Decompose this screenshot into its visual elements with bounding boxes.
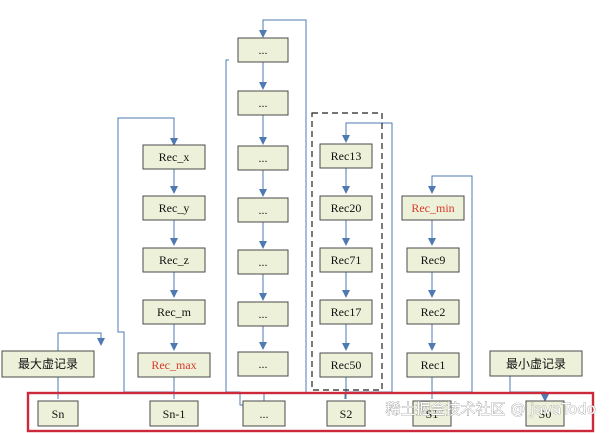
node-max-virtual: 最大虚记录	[1, 350, 95, 378]
node-col3-7-label: ...	[259, 357, 268, 371]
node-rec13-label: Rec13	[331, 149, 362, 163]
slot-s2: S2	[326, 400, 366, 427]
node-rec1-label: Rec1	[421, 358, 446, 372]
connector-min-virtual-to-s0	[509, 376, 549, 402]
node-col3-5-label: ...	[259, 255, 268, 269]
node-rec-z: Rec_z	[142, 247, 206, 273]
slot-s0-label: S0	[539, 407, 552, 421]
node-col3-2: ...	[237, 90, 289, 116]
node-rec-x-label: Rec_x	[159, 150, 190, 164]
node-rec-x: Rec_x	[142, 144, 206, 170]
node-rec-min-label: Rec_min	[411, 201, 454, 215]
watermark-text: 稀土掘金技术社区 @ javaTodo	[386, 400, 596, 418]
node-col3-3-label: ...	[259, 151, 268, 165]
node-rec20: Rec20	[319, 195, 373, 221]
node-rec-y-label: Rec_y	[159, 201, 190, 215]
node-min-virtual-label: 最小虚记录	[506, 357, 566, 371]
node-col3-3: ...	[237, 145, 289, 171]
slot-sn-1-label: Sn-1	[163, 407, 186, 421]
slot-ellipsis-label: ...	[260, 407, 269, 421]
node-rec-max: Rec_max	[137, 352, 211, 378]
slot-sn-label: Sn	[52, 407, 65, 421]
slot-sn-1: Sn-1	[149, 400, 199, 427]
node-col3-1-label: ...	[259, 43, 268, 57]
slot-s1: S1	[412, 400, 452, 427]
slot-ellipsis: ...	[242, 400, 286, 427]
slot-s2-label: S2	[340, 407, 353, 421]
record-boxes: 最大虚记录 Rec_x Rec_y Rec_z Rec_m Rec_max ..…	[1, 37, 583, 378]
node-rec1: Rec1	[406, 352, 460, 378]
node-col3-1: ...	[237, 37, 289, 63]
node-rec13: Rec13	[319, 143, 373, 169]
connector-col3-top-loop	[259, 19, 307, 392]
node-col3-5: ...	[237, 249, 289, 275]
node-rec2: Rec2	[406, 299, 460, 325]
node-col3-2-label: ...	[259, 96, 268, 110]
node-rec-min: Rec_min	[401, 195, 465, 221]
node-min-virtual: 最小虚记录	[489, 350, 583, 377]
node-rec9-label: Rec9	[421, 253, 446, 267]
node-rec50: Rec50	[319, 352, 373, 378]
node-rec-max-label: Rec_max	[151, 358, 196, 372]
node-col3-6-label: ...	[259, 307, 268, 321]
node-rec71: Rec71	[319, 247, 373, 273]
node-rec-m-label: Rec_m	[157, 305, 192, 319]
slot-s0: S0	[525, 400, 565, 427]
node-rec2-label: Rec2	[421, 305, 446, 319]
node-col3-7: ...	[237, 351, 289, 377]
node-rec50-label: Rec50	[331, 358, 362, 372]
group-dashed-frame	[311, 112, 383, 391]
slot-sn: Sn	[37, 400, 79, 427]
node-rec-y: Rec_y	[142, 195, 206, 221]
connectors	[57, 19, 549, 406]
node-rec20-label: Rec20	[331, 201, 362, 215]
node-col3-6: ...	[237, 301, 289, 327]
node-col3-4-label: ...	[259, 203, 268, 217]
node-max-virtual-label: 最大虚记录	[18, 357, 78, 371]
node-rec71-label: Rec71	[331, 253, 362, 267]
node-rec17: Rec17	[319, 299, 373, 325]
node-rec-m: Rec_m	[142, 299, 206, 325]
node-rec-z-label: Rec_z	[159, 253, 189, 267]
slot-row-frame	[26, 391, 595, 433]
slot-s1-label: S1	[426, 407, 439, 421]
node-rec17-label: Rec17	[331, 305, 362, 319]
node-rec9: Rec9	[406, 247, 460, 273]
node-col3-4: ...	[237, 197, 289, 223]
slot-row: Sn Sn-1 ... S2 S1 S0	[37, 400, 565, 427]
